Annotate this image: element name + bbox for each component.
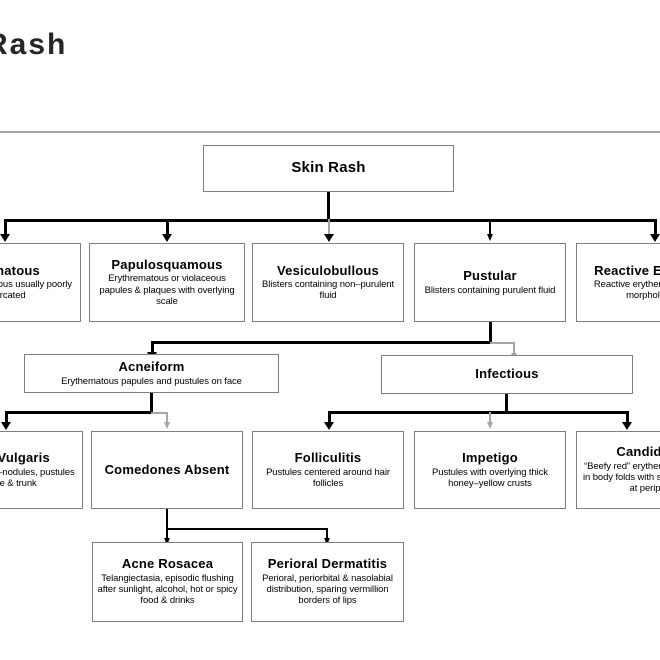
node-candidiasis[interactable]: Candidiasis “Beefy red” erythematous pat… bbox=[576, 431, 660, 509]
arrow-candidiasis bbox=[622, 422, 632, 430]
node-description: Blisters containing purulent fluid bbox=[424, 284, 556, 296]
page-title: Rash bbox=[0, 28, 68, 61]
node-description: Scaly/Erythematous usually poorly demarc… bbox=[0, 279, 72, 302]
arrow-acne-rosacea bbox=[163, 538, 170, 545]
node-description: Pustules with overlying thick honey–yell… bbox=[432, 466, 548, 489]
node-description: Perioral, periorbital & nasolabial distr… bbox=[262, 572, 393, 607]
arrow-impetigo bbox=[486, 422, 493, 429]
node-papulosquamous[interactable]: Papulosquamous Erythrematous or violaceo… bbox=[89, 243, 245, 322]
node-pustular[interactable]: Pustular Blisters containing purulent fl… bbox=[414, 243, 566, 322]
connector-drop-papulosquamous bbox=[166, 219, 169, 236]
connector-drop-pustular bbox=[489, 219, 491, 236]
node-reactive-erythema[interactable]: Reactive Erythema Reactive erythema of v… bbox=[576, 243, 660, 322]
node-description: Erythrematous or violaceous papules & pl… bbox=[99, 273, 235, 307]
connector-acneiform-bus-right bbox=[151, 412, 168, 414]
node-title: Pustular bbox=[463, 268, 517, 284]
node-title: Comedones Absent bbox=[104, 461, 230, 477]
connector-drop-perioral-dermatitis bbox=[326, 528, 328, 540]
arrow-vesiculobullous bbox=[324, 234, 334, 242]
node-title: Acneiform bbox=[118, 359, 185, 375]
connector-drop-impetigo bbox=[489, 412, 491, 424]
node-title: Infectious bbox=[475, 366, 539, 382]
node-description: Blisters containing non–purulent fluid bbox=[262, 279, 394, 302]
connector-level5-bus bbox=[166, 528, 328, 530]
connector-infectious-stem bbox=[505, 392, 508, 414]
arrow-pustular bbox=[486, 234, 493, 241]
node-title: Reactive Erythema bbox=[594, 262, 660, 278]
header-divider bbox=[0, 131, 660, 133]
node-title: Acne Rosacea bbox=[121, 556, 214, 572]
node-acne-rosacea[interactable]: Acne Rosacea Telangiectasia, episodic fl… bbox=[92, 542, 243, 622]
node-description: Erythematous papules and pustules on fac… bbox=[61, 375, 242, 387]
connector-drop-eczematous bbox=[4, 219, 7, 236]
connector-drop-folliculitis bbox=[328, 411, 331, 424]
node-perioral-dermatitis[interactable]: Perioral Dermatitis Perioral, periorbita… bbox=[251, 542, 404, 622]
node-description: Pustules centered around hair follicles bbox=[266, 466, 390, 489]
node-title: Skin Rash bbox=[291, 159, 366, 177]
arrow-papulosquamous bbox=[162, 234, 172, 242]
node-title: Folliculitis bbox=[294, 450, 362, 466]
connector-level3-bus-right bbox=[490, 342, 515, 344]
node-description: Comedones +/–nodules, pustules on face &… bbox=[0, 466, 75, 489]
arrow-comedones-absent bbox=[163, 422, 170, 429]
connector-acneiform-bus-left bbox=[5, 411, 153, 414]
node-title: Acne Vulgaris bbox=[0, 450, 50, 466]
arrow-eczematous bbox=[0, 234, 10, 242]
connector-infectious-bus bbox=[328, 411, 628, 414]
arrow-reactive bbox=[650, 234, 660, 242]
node-eczematous[interactable]: Eczematous Scaly/Erythematous usually po… bbox=[0, 243, 81, 322]
node-title: Vesiculobullous bbox=[277, 262, 379, 278]
node-folliculitis[interactable]: Folliculitis Pustules centered around ha… bbox=[252, 431, 404, 509]
node-title: Perioral Dermatitis bbox=[267, 556, 388, 572]
node-acne-vulgaris[interactable]: Acne Vulgaris Comedones +/–nodules, pust… bbox=[0, 431, 83, 509]
connector-drop-comedones-absent bbox=[166, 412, 168, 424]
node-infectious[interactable]: Infectious bbox=[381, 355, 633, 394]
node-description: “Beefy red” erythematous patches in body… bbox=[582, 460, 660, 495]
node-impetigo[interactable]: Impetigo Pustules with overlying thick h… bbox=[414, 431, 566, 509]
connector-drop-reactive bbox=[654, 219, 657, 236]
connector-drop-acneiform bbox=[151, 341, 154, 354]
connector-drop-candidiasis bbox=[626, 411, 629, 424]
connector-level2-bus bbox=[4, 219, 657, 222]
arrow-perioral-dermatitis bbox=[323, 538, 330, 545]
arrow-folliculitis bbox=[324, 422, 334, 430]
arrow-acne-vulgaris bbox=[1, 422, 11, 430]
node-description: Telangiectasia, episodic flushing after … bbox=[97, 572, 238, 607]
node-description: Reactive erythema of various morphologie… bbox=[593, 279, 660, 302]
connector-drop-vesiculobullous bbox=[328, 219, 330, 237]
node-vesiculobullous[interactable]: Vesiculobullous Blisters containing non–… bbox=[252, 243, 404, 322]
connector-drop-acne-vulgaris bbox=[5, 411, 8, 424]
node-skin-rash[interactable]: Skin Rash bbox=[203, 145, 454, 192]
node-title: Candidiasis bbox=[616, 444, 660, 460]
node-title: Impetigo bbox=[462, 450, 518, 466]
node-title: Eczematous bbox=[0, 262, 40, 278]
node-comedones-absent[interactable]: Comedones Absent bbox=[91, 431, 243, 509]
connector-root-stem bbox=[327, 191, 330, 221]
connector-drop-acne-rosacea bbox=[166, 528, 168, 540]
connector-level3-bus-left bbox=[151, 341, 492, 344]
connector-acneiform-stem bbox=[150, 392, 153, 414]
connector-pustular-stem bbox=[489, 322, 492, 344]
node-acneiform[interactable]: Acneiform Erythematous papules and pustu… bbox=[24, 354, 279, 393]
connector-comedones-stem bbox=[166, 508, 168, 530]
node-title: Papulosquamous bbox=[111, 256, 223, 272]
connector-drop-infectious bbox=[513, 342, 515, 355]
